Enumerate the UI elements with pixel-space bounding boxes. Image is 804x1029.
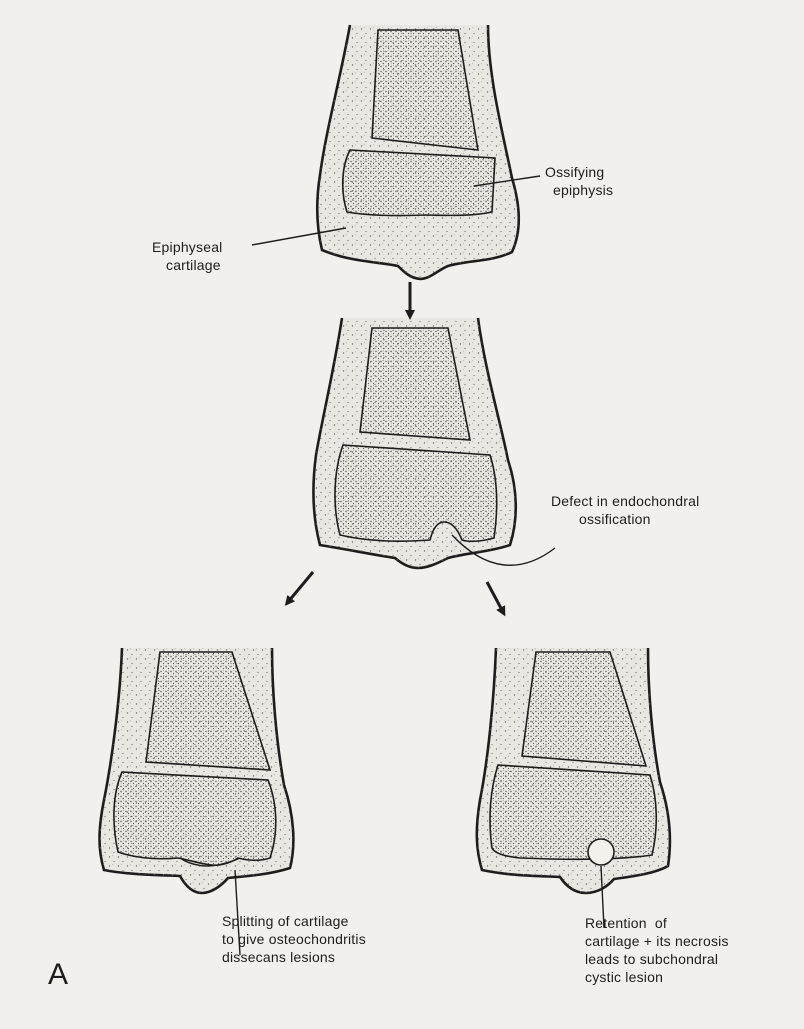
bone-stage-1 xyxy=(317,25,519,279)
label-line: leads to subchondral xyxy=(585,951,718,967)
label-line: Ossifying xyxy=(545,164,604,180)
arrow-down-left xyxy=(288,572,313,602)
label-line: Defect in endochondral xyxy=(551,493,699,509)
cystic-lesion xyxy=(588,839,614,865)
arrow-down-right xyxy=(487,582,503,612)
label-ossifying-epiphysis: Ossifying epiphysis xyxy=(545,163,613,199)
epiphysis xyxy=(114,772,276,865)
epiphysis xyxy=(343,150,495,216)
bone-stage-3-right xyxy=(477,648,670,893)
epiphysis xyxy=(490,765,656,859)
bone-stage-3-left xyxy=(100,648,294,893)
label-line: cystic lesion xyxy=(585,969,663,985)
label-line: Retention of xyxy=(585,915,667,931)
label-line: ossification xyxy=(551,511,651,527)
bone-stage-2 xyxy=(313,318,515,568)
label-epiphyseal-cartilage: Epiphyseal cartilage xyxy=(152,238,223,274)
label-line: Epiphyseal xyxy=(152,239,223,255)
label-line: cartilage + its necrosis xyxy=(585,933,729,949)
label-line: Splitting of cartilage xyxy=(222,913,349,929)
label-splitting: Splitting of cartilage to give osteochon… xyxy=(222,912,366,966)
label-retention: Retention of cartilage + its necrosis le… xyxy=(585,914,729,986)
panel-label: A xyxy=(48,960,68,990)
label-defect: Defect in endochondral ossification xyxy=(551,492,699,528)
label-line: to give osteochondritis xyxy=(222,931,366,947)
epiphysis xyxy=(335,445,497,541)
label-line: epiphysis xyxy=(545,182,613,198)
label-line: dissecans lesions xyxy=(222,949,335,965)
label-line: cartilage xyxy=(152,257,221,273)
